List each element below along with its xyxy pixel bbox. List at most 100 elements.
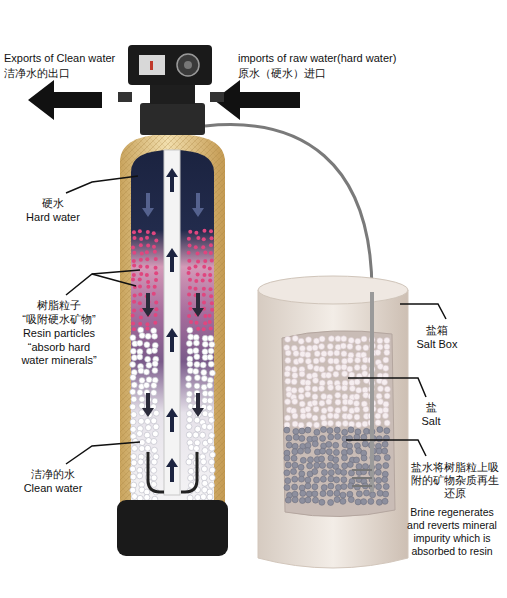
salt-grain [384, 386, 390, 392]
salt-grain [284, 455, 290, 461]
resin-particle [188, 244, 192, 248]
resin-particle [154, 301, 158, 305]
resin-particle [137, 389, 143, 395]
resin-particle [187, 417, 193, 423]
salt-grain [354, 379, 360, 385]
salt-grain [298, 422, 304, 428]
resin-particle [210, 258, 214, 262]
salt-grain [347, 414, 353, 420]
salt-grain [286, 442, 292, 448]
salt-grain [342, 463, 348, 469]
salt-grain [349, 386, 355, 392]
salt-grain [376, 499, 382, 505]
resin-particle [152, 292, 156, 296]
resin-particle [188, 230, 192, 234]
resin-particle [187, 271, 191, 275]
resin-particle [152, 361, 158, 367]
inlet-label: 原水（硬水）进口 [238, 67, 500, 80]
salt-grain [342, 371, 348, 377]
salt-grain [305, 497, 311, 503]
salt-grain [384, 393, 390, 399]
resin-particle [146, 243, 150, 247]
salt-grain [286, 435, 292, 441]
salt-grain [305, 483, 311, 489]
resin-particle [202, 273, 206, 277]
part-label: “吸附硬水矿物” [4, 313, 114, 326]
resin-particle [130, 419, 136, 425]
resin-particle [145, 356, 151, 362]
resin-particle [137, 431, 143, 437]
resin-particle [186, 341, 192, 347]
resin-particle [203, 259, 207, 263]
resin-particle [131, 382, 137, 388]
salt-grain [382, 498, 388, 504]
salt-grain [362, 371, 368, 377]
salt-grain [342, 358, 348, 364]
down-arrow [192, 193, 204, 217]
resin-particle [208, 412, 214, 418]
salt-grain [284, 427, 290, 433]
resin-particle [202, 391, 208, 397]
resin-particle [187, 259, 191, 263]
valve-mark [150, 61, 153, 70]
salt-grain [383, 365, 389, 371]
inlet-label: imports of raw water(hard water) [238, 52, 500, 65]
salt-grain [375, 413, 381, 419]
resin-particle [187, 237, 191, 241]
resin-particle [138, 301, 142, 305]
resin-particle [145, 257, 149, 261]
resin-particle [202, 447, 208, 453]
resin-particle [194, 265, 198, 269]
salt-grain [363, 428, 369, 434]
resin-particle [201, 459, 207, 465]
salt-grain [298, 448, 304, 454]
resin-particle [138, 322, 142, 326]
salt-grain [368, 498, 374, 504]
salt-grain [333, 449, 339, 455]
salt-grain [376, 477, 382, 483]
salt-grain [328, 483, 334, 489]
resin-particle [132, 273, 136, 277]
salt-grain [299, 498, 305, 504]
salt-grain [292, 484, 298, 490]
salt-grain [285, 357, 291, 363]
salt-grain [382, 413, 388, 419]
resin-particle [207, 383, 213, 389]
resin-particle [132, 494, 138, 500]
salt-grain [314, 429, 320, 435]
resin-particle [139, 272, 143, 276]
salt-grain [347, 399, 353, 405]
salt-grain [349, 421, 355, 427]
salt-grain [356, 387, 362, 393]
resin-particle [131, 396, 137, 402]
resin-particle [130, 348, 136, 354]
salt-grain [320, 427, 326, 433]
salt-grain [327, 490, 333, 496]
salt-grain [292, 449, 298, 455]
resin-particle [151, 475, 157, 481]
resin-particle [187, 266, 191, 270]
salt-grain [361, 499, 367, 505]
resin-particle [151, 390, 157, 396]
resin-particle [152, 348, 158, 354]
resin-particle [210, 301, 214, 305]
salt-grain [321, 469, 327, 475]
resin-particle [200, 432, 206, 438]
salt-grain [383, 401, 389, 407]
resin-particle [139, 403, 145, 409]
resin-particle [137, 467, 143, 473]
salt-grain [299, 371, 305, 377]
resin-particle [202, 229, 206, 233]
outlet-label: Exports of Clean water [4, 52, 128, 65]
resin-particle [133, 293, 137, 297]
up-arrow [166, 458, 178, 482]
resin-particle [153, 424, 159, 430]
resin-particle [154, 238, 158, 242]
resin-particle [131, 412, 137, 418]
turn-arrow [148, 452, 164, 492]
salt-grain [335, 392, 341, 398]
salt-grain [306, 491, 312, 497]
salt-grain [348, 497, 354, 503]
inlet-arrow [214, 80, 300, 120]
